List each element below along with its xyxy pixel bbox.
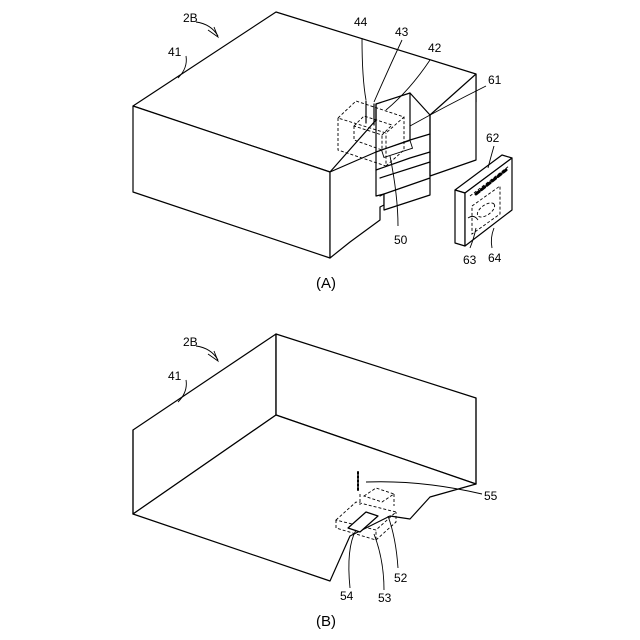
label-2b-a: 2B [183,11,198,25]
label-52: 52 [394,571,408,585]
caption-b: (B) [316,613,336,630]
label-53: 53 [378,591,392,605]
label-55: 55 [484,489,498,503]
label-62: 62 [486,131,500,145]
label-64: 64 [488,251,502,265]
label-61: 61 [488,73,502,87]
label-42: 42 [428,41,442,55]
housing-41-b [133,334,476,581]
label-54: 54 [340,589,354,603]
figure-b: 2B 41 55 52 54 53 (B) [133,334,498,630]
label-41-a: 41 [168,45,182,59]
label-50: 50 [394,233,408,247]
housing-41-a [133,12,476,258]
label-43: 43 [395,25,409,39]
label-44: 44 [354,15,368,29]
caption-a: (A) [316,275,336,292]
figure-a: 2B 41 44 43 42 61 62 50 63 64 (A) [133,11,512,292]
label-63: 63 [463,253,477,267]
plate-62 [455,155,512,246]
label-2b-b: 2B [183,335,198,349]
label-41-b: 41 [168,369,182,383]
